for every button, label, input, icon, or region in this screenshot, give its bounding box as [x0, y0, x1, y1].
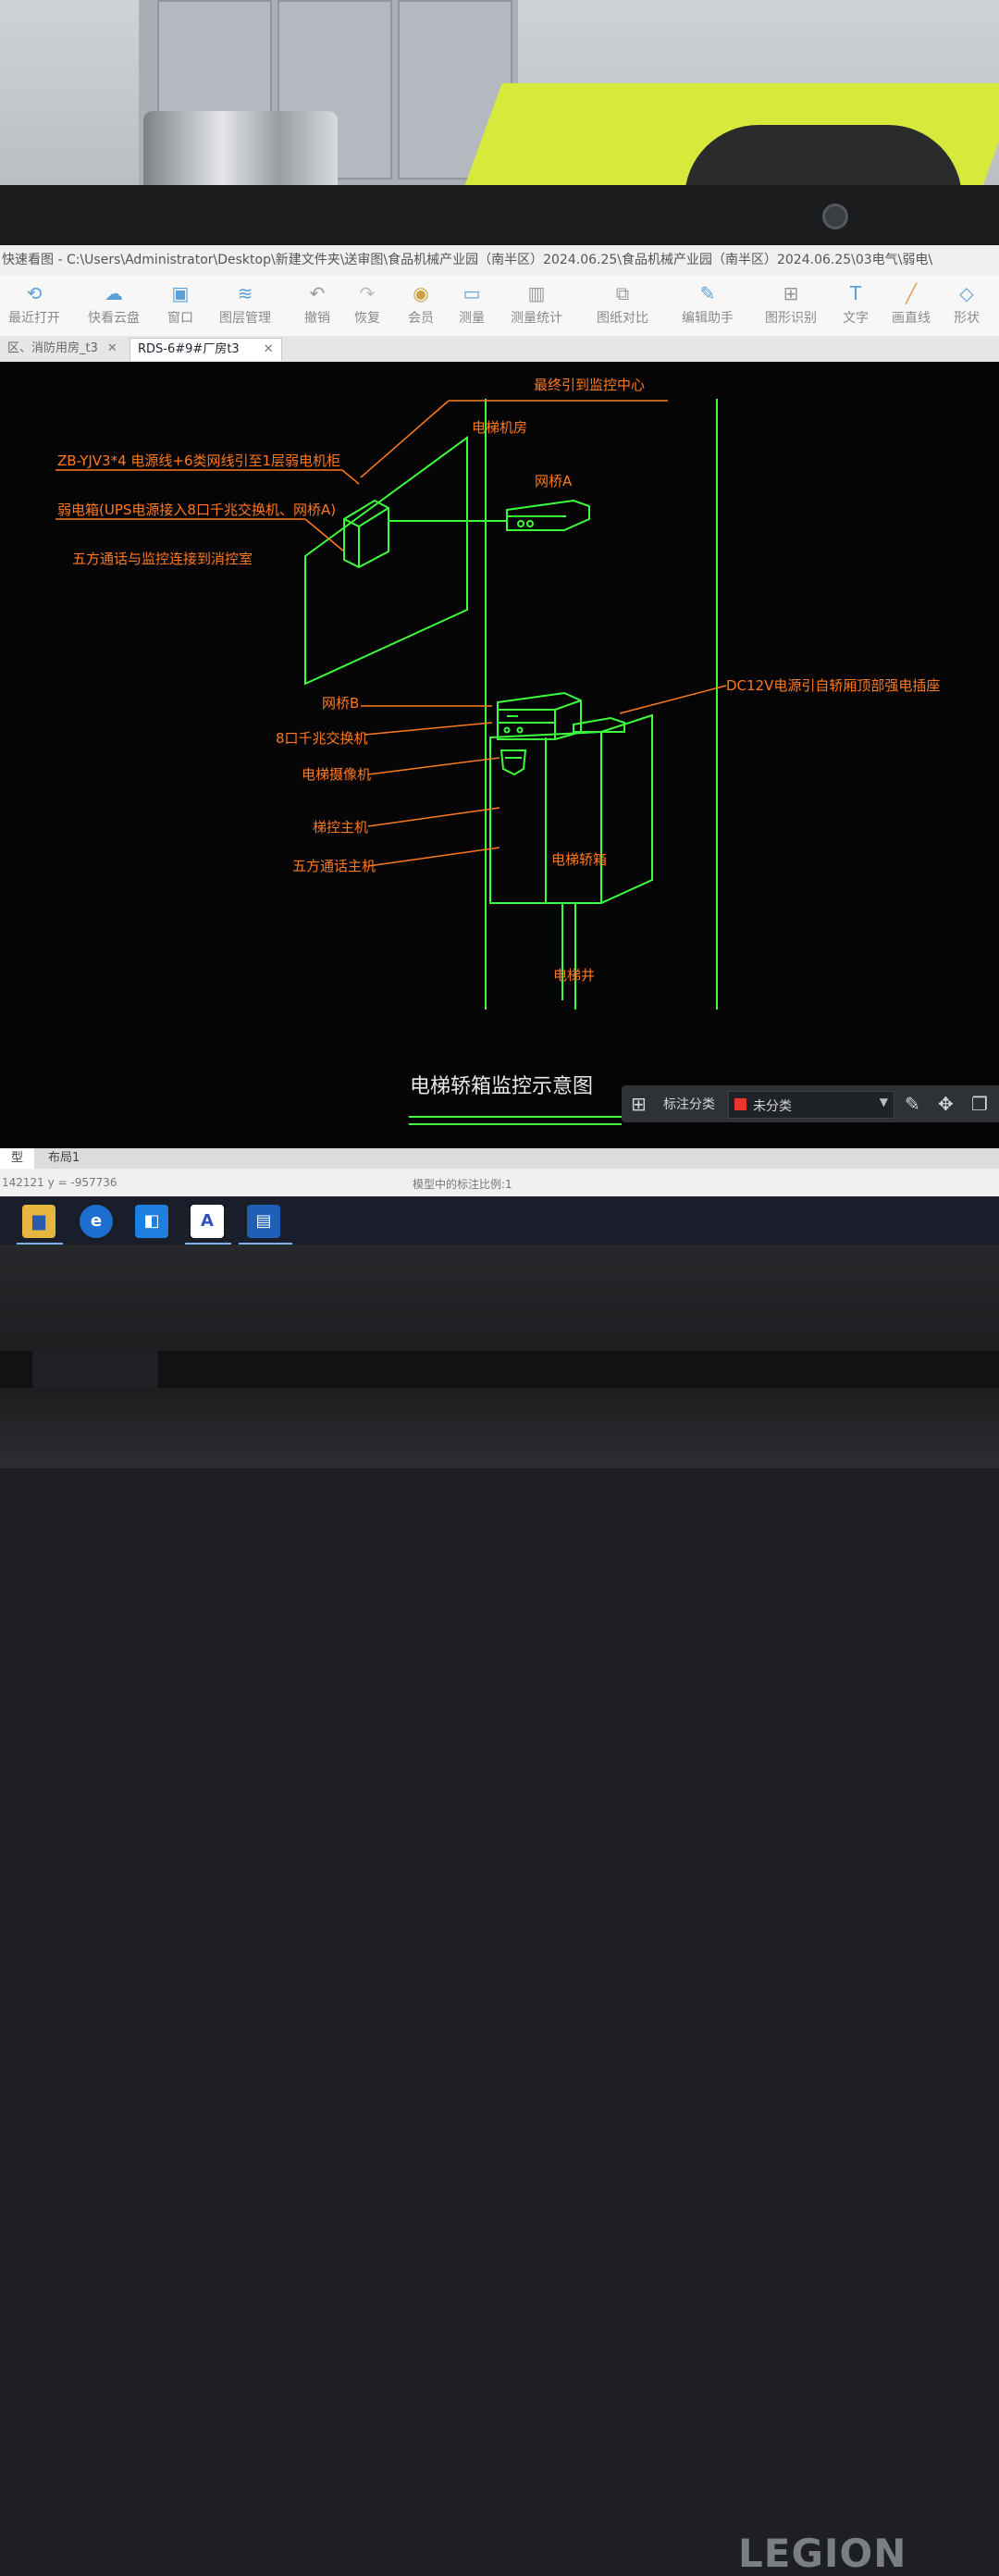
toolbar-undo-button[interactable]: ↶撤销: [304, 282, 330, 326]
cad-viewer-icon[interactable]: ▤: [247, 1205, 280, 1238]
toolbar-measure-button[interactable]: ▭测量: [459, 282, 485, 326]
tab-rds-factory[interactable]: RDS-6#9#厂房t3✕: [130, 338, 282, 361]
vip-icon: ◉: [413, 282, 429, 304]
laptop-hinge: [0, 1351, 999, 1388]
toolbar-shape-button[interactable]: ◇形状: [954, 282, 980, 326]
label-five-way: 五方通话与监控连接到消控室: [72, 551, 253, 567]
tab-model[interactable]: 型: [0, 1148, 35, 1169]
toolbar-measure-stats-button[interactable]: ▥测量统计: [511, 282, 562, 326]
annotation-label: 标注分类: [663, 1097, 715, 1112]
toolbar-vip-button[interactable]: ◉会员: [408, 282, 434, 326]
elevator-monitoring-diagram: 最终引到监控中心 电梯机房 ZB-YJV3*4 电源线+6类网线引至1层弱电机柜…: [56, 377, 940, 1125]
layers-icon: ≋: [237, 282, 253, 304]
toolbar-window-button[interactable]: ▣窗口: [167, 282, 193, 326]
cloud-icon: ☁: [105, 282, 123, 304]
ruler-icon: ▭: [462, 282, 481, 304]
shape-icon: ◇: [959, 282, 974, 304]
color-swatch: [734, 1098, 746, 1110]
label-machine-room: 电梯机房: [472, 419, 527, 436]
coordinate-readout: 142121 y = -957736: [2, 1176, 117, 1189]
label-bridge-b: 网桥B: [322, 695, 359, 712]
move-icon[interactable]: ✥: [938, 1093, 954, 1115]
status-bar: 142121 y = -957736 模型中的标注比例:1: [0, 1169, 999, 1196]
label-five-way-host: 五方通话主机: [292, 858, 376, 874]
label-weak-box: 弱电箱(UPS电源接入8口千兆交换机、网桥A): [57, 502, 336, 518]
toolbar: ⟲最近打开 ☁快看云盘 ▣窗口 ≋图层管理 ↶撤销 ↷恢复 ◉会员 ▭测量 ▥测…: [0, 275, 999, 336]
tab-fire-room[interactable]: 区、消防用房_t3✕: [7, 341, 117, 355]
toolbar-compare-button[interactable]: ⧉图纸对比: [597, 282, 648, 326]
label-switch: 8口千兆交换机: [276, 730, 368, 747]
steel-cup: [143, 111, 338, 199]
toolbar-recognize-button[interactable]: ⊞图形识别: [765, 282, 817, 326]
edit-icon[interactable]: ✎: [905, 1093, 920, 1115]
diagram-leader-lines: [56, 400, 727, 867]
close-icon[interactable]: ✕: [263, 342, 274, 356]
label-cable: ZB-YJV3*4 电源线+6类网线引至1层弱电机柜: [57, 452, 340, 469]
label-bridge-a: 网桥A: [535, 473, 573, 489]
chart-icon: ▥: [527, 282, 546, 304]
compare-icon: ⧉: [615, 282, 630, 304]
label-car: 电梯轿箱: [551, 851, 607, 868]
copy-icon[interactable]: ❐: [971, 1093, 988, 1115]
clock-icon: ⟲: [26, 282, 43, 304]
laptop-bezel-top: [0, 185, 999, 250]
ie-browser-icon[interactable]: e: [80, 1205, 113, 1238]
annotation-scale: 模型中的标注比例:1: [413, 1178, 512, 1191]
tab-layout1[interactable]: 布局1: [48, 1151, 80, 1165]
toolbar-line-button[interactable]: ╱画直线: [892, 282, 931, 326]
cad-canvas[interactable]: 最终引到监控中心 电梯机房 ZB-YJV3*4 电源线+6类网线引至1层弱电机柜…: [0, 362, 999, 1148]
undo-icon: ↶: [309, 282, 326, 304]
label-camera: 电梯摄像机: [302, 766, 371, 783]
layout-tabs: 型 布局1: [0, 1148, 999, 1169]
annotation-category-select[interactable]: 未分类 ▼: [728, 1091, 894, 1119]
toolbar-recent-button[interactable]: ⟲最近打开: [8, 282, 60, 326]
redo-icon: ↷: [359, 282, 376, 304]
toolbar-edit-assistant-button[interactable]: ✎编辑助手: [682, 282, 734, 326]
taskbar: ▆ e ◧ A ▤: [0, 1196, 999, 1246]
grid-icon[interactable]: ⊞: [631, 1093, 647, 1115]
toolbar-layers-button[interactable]: ≋图层管理: [219, 282, 271, 326]
background-room: [0, 0, 999, 199]
chevron-down-icon: ▼: [879, 1096, 888, 1108]
laptop-screen: 快速看图 - C:\Users\Administrator\Desktop\新建…: [0, 245, 999, 1246]
label-shaft: 电梯井: [553, 967, 595, 984]
label-monitor-center: 最终引到监控中心: [534, 377, 645, 393]
edit-icon: ✎: [699, 282, 716, 304]
window-icon: ▣: [171, 282, 190, 304]
file-explorer-icon[interactable]: ▆: [22, 1205, 56, 1238]
close-icon[interactable]: ✕: [106, 341, 117, 355]
diagram-green-lines: [304, 399, 718, 1125]
annotation-bar: ⊞ 标注分类 未分类 ▼ ✎ ✥ ❐: [622, 1085, 999, 1122]
document-tabs: 区、消防用房_t3✕ RDS-6#9#厂房t3✕: [0, 336, 999, 363]
window-title: 快速看图 - C:\Users\Administrator\Desktop\新建…: [0, 245, 999, 275]
recognize-icon: ⊞: [783, 282, 799, 304]
drawing-title: 电梯轿箱监控示意图: [410, 1075, 593, 1098]
toolbar-redo-button[interactable]: ↷恢复: [354, 282, 380, 326]
toolbar-cloud-button[interactable]: ☁快看云盘: [88, 282, 140, 326]
cad-app-icon[interactable]: A: [191, 1205, 224, 1238]
label-controller: 梯控主机: [313, 819, 368, 836]
text-icon: T: [849, 282, 862, 304]
brand-logo: LEGION: [738, 2531, 907, 2576]
preview-app-icon[interactable]: ◧: [135, 1205, 168, 1238]
filing-cabinet: [139, 0, 518, 199]
webcam-icon: [822, 204, 848, 229]
line-icon: ╱: [905, 282, 918, 304]
label-dc12v: DC12V电源引自轿厢顶部强电插座: [726, 677, 940, 694]
